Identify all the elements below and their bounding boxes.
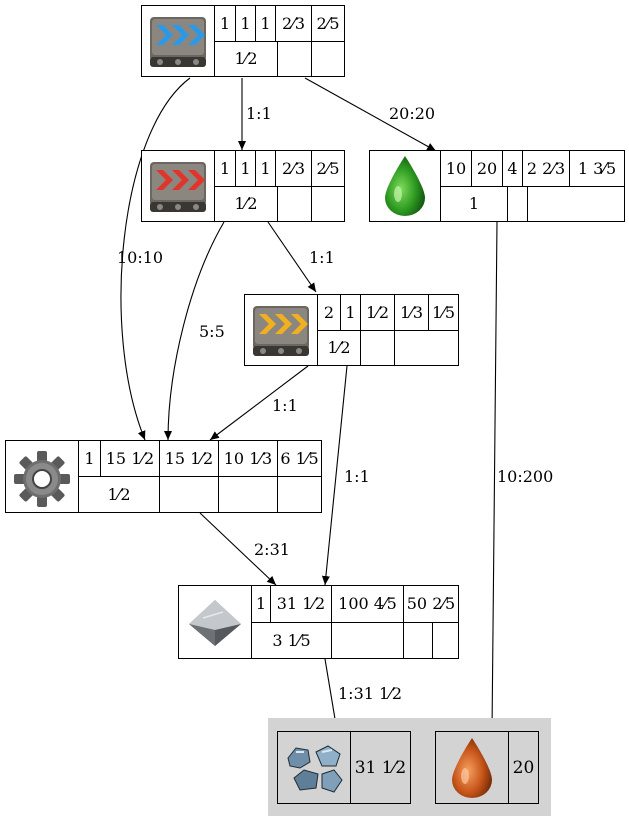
cell xyxy=(277,186,311,221)
output-heavy-oil[interactable]: 20 xyxy=(435,731,539,804)
cell: 1 xyxy=(255,151,275,186)
node-iron-gear-wheel[interactable]: 1 15 1⁄2 15 1⁄2 10 1⁄3 6 1⁄5 1⁄2 xyxy=(5,440,322,513)
cell xyxy=(331,622,403,658)
edge-lubricant-to-oil xyxy=(488,221,498,732)
cell xyxy=(311,186,344,221)
cell: 1⁄2 xyxy=(327,338,351,358)
node-transport-belt[interactable]: 2 1 1⁄2 1⁄3 1⁄5 1⁄2 xyxy=(244,294,459,366)
cell xyxy=(277,41,311,76)
edge-label: 1:31 1⁄2 xyxy=(338,684,403,703)
edge-label: 1:1 xyxy=(309,248,335,267)
cell: 6 1⁄5 xyxy=(277,441,321,476)
edge-yellow-to-plate xyxy=(321,365,348,586)
cell xyxy=(403,622,432,658)
iron-gear-wheel-icon xyxy=(14,450,70,507)
cell: 1⁄5 xyxy=(428,295,458,330)
lubricant-icon xyxy=(385,156,425,216)
cell xyxy=(218,477,277,512)
cell: 1 xyxy=(219,158,231,178)
output-iron-ore[interactable]: 31 1⁄2 xyxy=(277,731,411,804)
cell: 4 xyxy=(502,151,522,186)
edge-yellow-to-gear xyxy=(209,365,309,441)
node-fast-transport-belt[interactable]: 1 1 1 2⁄3 2⁄5 1⁄2 xyxy=(141,150,345,222)
edge-blue-to-lubricant xyxy=(304,77,437,152)
fast-transport-belt-icon xyxy=(150,162,206,212)
cell xyxy=(432,622,458,658)
edge-label: 1:1 xyxy=(344,467,370,486)
cell: 50 2⁄5 xyxy=(403,586,458,622)
cell: 2 xyxy=(323,302,335,322)
edge-blue-to-gear xyxy=(120,77,191,441)
edge-label: 20:20 xyxy=(389,104,436,123)
edge-label: 5:5 xyxy=(199,322,225,341)
edge-label: 10:200 xyxy=(497,467,554,486)
output-value: 31 1⁄2 xyxy=(354,757,407,778)
cell: 1 xyxy=(468,194,480,214)
output-value: 20 xyxy=(512,757,535,778)
cell: 20 xyxy=(471,151,502,186)
cell: 2⁄3 xyxy=(275,151,311,186)
edge-label: 1:1 xyxy=(246,104,272,123)
cell: 10 1⁄3 xyxy=(218,441,277,476)
cell: 15 1⁄2 xyxy=(100,441,159,476)
node-iron-plate[interactable]: 1 31 1⁄2 100 4⁄5 50 2⁄5 3 1⁄5 xyxy=(178,585,459,659)
cell: 1⁄2 xyxy=(107,485,131,504)
transport-belt-icon xyxy=(253,306,309,356)
node-lubricant[interactable]: 10 20 4 2 2⁄3 1 3⁄5 1 xyxy=(369,150,625,222)
cell: 1⁄2 xyxy=(234,49,258,69)
edge-red-to-gear xyxy=(164,221,225,441)
cell: 1⁄2 xyxy=(360,295,394,330)
edge-label: 10:10 xyxy=(117,248,164,267)
cell: 10 xyxy=(445,158,467,178)
cell: 1 xyxy=(235,151,255,186)
cell: 1 xyxy=(235,6,255,41)
cell: 2⁄3 xyxy=(275,6,311,41)
heavy-oil-icon xyxy=(452,737,492,798)
cell: 31 1⁄2 xyxy=(270,586,331,622)
cell: 1 xyxy=(84,449,95,468)
cell xyxy=(394,330,428,365)
cell xyxy=(360,330,394,365)
express-transport-belt-icon xyxy=(150,17,206,67)
cell xyxy=(311,41,344,76)
cell: 2 2⁄3 xyxy=(522,151,569,186)
node-express-transport-belt[interactable]: 1 1 1 2⁄3 2⁄5 1⁄2 xyxy=(141,5,345,77)
edge-label: 1:1 xyxy=(272,396,298,415)
cell: 2⁄5 xyxy=(311,151,344,186)
edge-red-to-yellow xyxy=(267,221,317,293)
cell: 3 1⁄5 xyxy=(272,630,311,650)
cell: 2⁄5 xyxy=(311,6,344,41)
cell: 1 3⁄5 xyxy=(569,151,624,186)
cell: 100 4⁄5 xyxy=(331,586,403,622)
cell xyxy=(277,477,321,512)
iron-plate-icon xyxy=(189,600,241,646)
cell: 15 1⁄2 xyxy=(159,441,218,476)
edge-label: 2:31 xyxy=(254,540,290,559)
cell xyxy=(159,477,218,512)
cell: 1 xyxy=(255,6,275,41)
cell: 1⁄3 xyxy=(394,295,428,330)
cell: 1 xyxy=(219,13,231,33)
iron-ore-icon xyxy=(287,744,343,793)
cell xyxy=(527,186,624,221)
cell: 1⁄2 xyxy=(234,194,258,214)
cell: 1 xyxy=(255,594,267,614)
edge-gear-to-plate xyxy=(199,512,277,586)
cell xyxy=(507,186,527,221)
cell: 1 xyxy=(340,295,360,330)
